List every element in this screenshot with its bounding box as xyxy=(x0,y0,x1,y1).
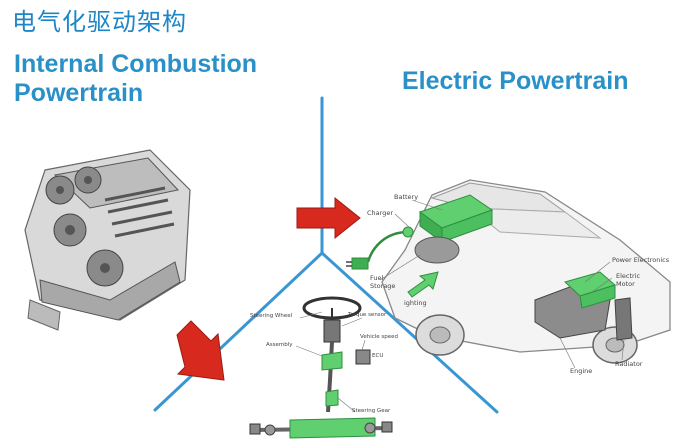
label-engine: Engine xyxy=(570,367,593,375)
ice-heading-line1: Internal Combustion xyxy=(14,50,258,78)
red-arrow-right xyxy=(296,196,361,240)
fuel-tank xyxy=(414,236,460,264)
steering-illustration xyxy=(249,296,393,439)
label-charger: Charger xyxy=(367,209,393,217)
radiator xyxy=(614,297,633,341)
label-battery: Battery xyxy=(394,193,419,201)
label-fuel-storage: Fuel Storage xyxy=(370,274,396,290)
label-steering-wheel: Steering Wheel xyxy=(250,313,293,319)
ev-powertrain-heading: Electric Powertrain xyxy=(402,67,629,95)
label-steering-gear: Steering Gear xyxy=(352,408,391,414)
label-electric-motor: Electric Motor xyxy=(616,272,641,288)
car-illustration xyxy=(346,179,671,369)
ecu-box xyxy=(355,349,371,365)
label-power-electronics: Power Electronics xyxy=(612,256,670,264)
charger-plug xyxy=(346,226,414,270)
engine-illustration xyxy=(24,149,191,331)
label-radiator: Radiator xyxy=(615,360,643,368)
label-lighting: ighting xyxy=(404,299,427,307)
steering-rack xyxy=(249,417,393,439)
motor-block xyxy=(534,271,617,339)
ice-heading-line2: Powertrain xyxy=(14,79,144,107)
divider-left-line xyxy=(153,251,324,412)
slide-title: 电气化驱动架构 xyxy=(12,8,187,36)
label-assembly: Assembly xyxy=(266,342,293,348)
divider-right-line xyxy=(320,251,499,414)
ice-powertrain-heading: Internal Combustion Powertrain xyxy=(14,50,257,108)
lighting-arrow xyxy=(407,271,439,298)
label-vehicle-speed: Vehicle speed xyxy=(360,334,399,340)
label-ecu: ECU xyxy=(372,353,384,359)
red-arrow-down xyxy=(176,320,225,381)
label-torque-sensor: Torque sensor xyxy=(348,312,387,318)
